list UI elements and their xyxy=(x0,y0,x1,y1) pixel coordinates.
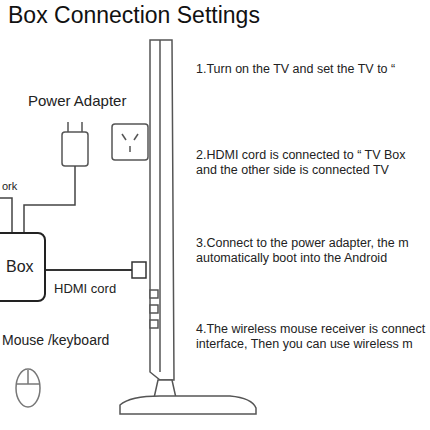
node-text: Box xyxy=(6,258,38,276)
network-wire xyxy=(0,198,12,232)
power-adapter xyxy=(62,122,88,166)
cable-label: HDMI cord xyxy=(54,281,154,297)
step-note: 4.The wireless mouse receiver is connect… xyxy=(196,322,426,352)
step-note: 1.Turn on the TV and set the TV to “ xyxy=(196,62,426,77)
step-note: 2.HDMI cord is connected to “ TV Box and… xyxy=(196,148,426,178)
diagram-title: Box Connection Settings xyxy=(8,2,260,30)
wall-socket xyxy=(112,124,148,160)
part-label: Mouse /keyboard xyxy=(2,332,142,349)
tv-side xyxy=(120,40,256,414)
device-box: Box xyxy=(0,232,46,302)
step-note: 3.Connect to the power adapter, the m au… xyxy=(196,236,426,266)
hdmi-cord xyxy=(46,269,132,271)
part-label: Power Adapter xyxy=(28,92,188,110)
part-label: ork xyxy=(2,180,42,193)
mouse-icon xyxy=(16,369,40,407)
hdmi-plug xyxy=(132,262,146,278)
power-wire xyxy=(24,166,75,232)
